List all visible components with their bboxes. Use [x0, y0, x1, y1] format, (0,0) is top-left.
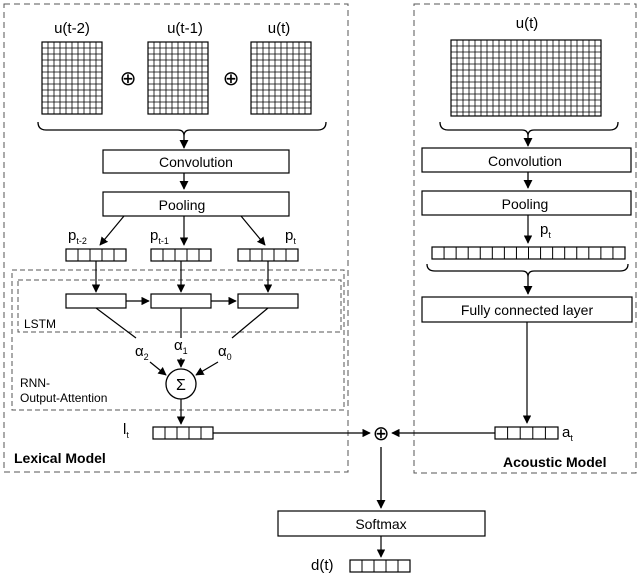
lexical-output-vector — [152, 426, 214, 440]
lexical-input-grid-2 — [250, 41, 312, 115]
lexical-p-label-1: pt-1 — [150, 227, 169, 246]
rnn-attention-frame — [11, 269, 345, 411]
lstm-cell-1 — [150, 293, 212, 309]
acoustic-model-frame — [413, 3, 637, 474]
alpha-label-0: α2 — [135, 343, 149, 362]
lexical-input-label-1: u(t-1) — [167, 20, 203, 37]
acoustic-output-vector — [494, 426, 559, 440]
lexical-input-grid-0 — [41, 41, 103, 115]
lexical-p-vector-2 — [237, 248, 299, 262]
lexical-input-label-2: u(t) — [268, 20, 291, 37]
acoustic-model-title: Acoustic Model — [503, 454, 606, 470]
rnn-label-line-1: RNN- — [20, 376, 50, 390]
lexical-p-vector-1 — [150, 248, 212, 262]
lstm-cell-2 — [237, 293, 299, 309]
lexical-input-brace — [37, 121, 327, 137]
softmax-label: Softmax — [355, 516, 406, 532]
acoustic-input-grid — [450, 39, 602, 117]
acoustic-input-brace — [439, 121, 619, 137]
acoustic-convolution-label: Convolution — [488, 153, 562, 169]
acoustic-pooling-label: Pooling — [502, 196, 549, 212]
acoustic-vector-brace — [426, 263, 629, 278]
concat-symbol-2: ⊕ — [223, 68, 240, 90]
lexical-p-vector-0 — [65, 248, 127, 262]
lexical-convolution-label: Convolution — [159, 154, 233, 170]
acoustic-input-label: u(t) — [516, 15, 539, 32]
lexical-p-label-0: pt-2 — [68, 227, 87, 246]
acoustic-p-vector — [431, 246, 626, 260]
alpha-label-2: α0 — [218, 343, 232, 362]
lexical-output-label: lt — [123, 421, 129, 440]
lexical-input-label-0: u(t-2) — [54, 20, 90, 37]
rnn-label-line-2: Output-Attention — [20, 391, 107, 405]
final-output-vector — [349, 559, 411, 573]
lexical-pooling-label: Pooling — [159, 197, 206, 213]
lexical-input-grid-1 — [147, 41, 209, 115]
lexical-p-label-2: pt — [285, 227, 296, 246]
lstm-label: LSTM — [24, 317, 56, 331]
lexical-pooling-box — [102, 191, 290, 217]
acoustic-pooling-box — [421, 190, 632, 216]
sum-symbol: Σ — [176, 377, 186, 394]
lstm-cell-0 — [65, 293, 127, 309]
fusion-symbol: ⊕ — [373, 423, 390, 445]
acoustic-convolution-box — [421, 147, 632, 173]
concat-symbol-1: ⊕ — [120, 68, 137, 90]
lexical-convolution-box — [102, 149, 290, 174]
fully-connected-box — [421, 296, 633, 323]
acoustic-p-label: pt — [540, 221, 551, 240]
alpha-label-1: α1 — [174, 337, 188, 356]
lexical-model-title: Lexical Model — [14, 450, 106, 466]
lstm-frame — [17, 279, 342, 333]
final-output-label: d(t) — [311, 557, 334, 574]
fully-connected-label: Fully connected layer — [461, 302, 594, 318]
lexical-model-frame — [3, 3, 349, 473]
acoustic-output-label: at — [562, 424, 573, 443]
